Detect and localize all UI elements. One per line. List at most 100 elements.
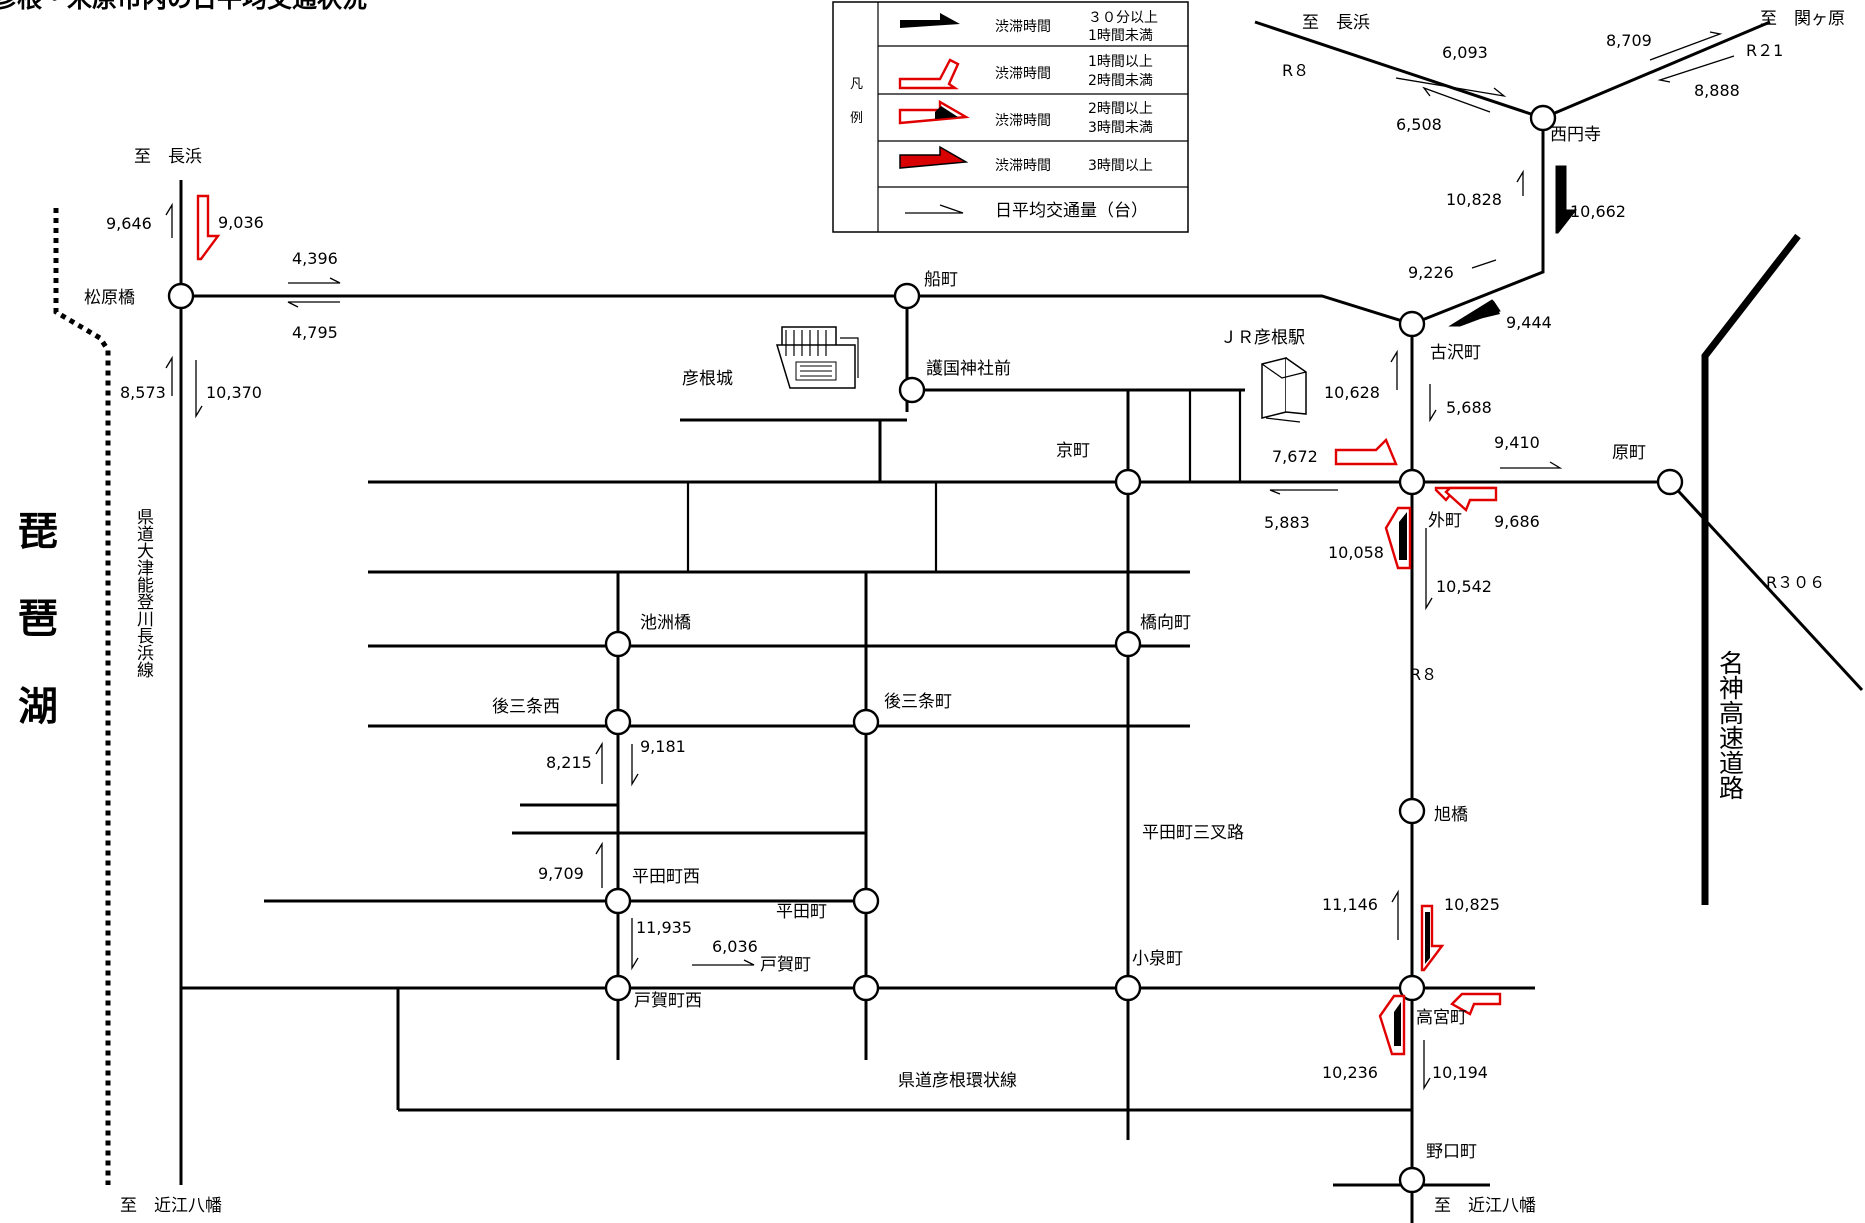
traffic-soto-s-down: 10,542 — [1436, 577, 1492, 596]
map-title: 彦根・米原市内の日平均交通状況 — [0, 0, 367, 13]
traffic-lake-south-down: 10,370 — [206, 383, 262, 402]
road-label-hikone-ring: 県道彦根環状線 — [898, 1071, 1017, 1091]
legend-row3-range2: 3時間未満 — [1088, 120, 1153, 136]
traffic-r21-out: 8,709 — [1606, 31, 1652, 50]
direction-nagahama-west: 至 長浜 — [134, 147, 202, 167]
legend-row2-range2: 2時間未満 — [1088, 73, 1153, 89]
label-saienji: 西円寺 — [1550, 125, 1601, 145]
label-gosanjonishi: 後三条西 — [492, 697, 560, 717]
traffic-kogacho-down: 11,935 — [636, 918, 692, 937]
node-koizumicho — [1114, 974, 1142, 1002]
legend-red-outline-arrow-icon — [898, 58, 960, 90]
traffic-furusawa-s-down: 5,688 — [1446, 398, 1492, 417]
congestion-arrow-matsubarabashi — [196, 194, 221, 261]
legend-row3-range1: 2時間以上 — [1088, 101, 1153, 117]
traffic-hiratanishi-up: 9,709 — [538, 864, 584, 883]
legend-black-arrow-icon — [900, 13, 960, 28]
label-noguchicho: 野口町 — [1426, 1142, 1477, 1162]
label-gokokujinjamae: 護国神社前 — [926, 359, 1011, 379]
legend-row2-range1: 1時間以上 — [1088, 54, 1153, 70]
label-jr-station: ＪＲ彦根駅 — [1220, 328, 1305, 348]
legend-row1-range2: 1時間未満 — [1088, 28, 1153, 44]
label-ikesubashi: 池洲橋 — [640, 613, 691, 633]
label-sotomachi: 外町 — [1428, 511, 1462, 531]
traffic-matsubara-east: 4,396 — [292, 249, 338, 268]
traffic-lake-south-up: 8,573 — [120, 383, 166, 402]
node-gosanjocho — [852, 708, 880, 736]
legend-row4-label: 渋滞時間 — [995, 158, 1051, 174]
node-asahibashi — [1398, 797, 1426, 825]
label-furusawacho: 古沢町 — [1430, 343, 1481, 363]
legend-row1-range1: ３０分以上 — [1088, 10, 1158, 26]
congestion-arrow-saienji — [1555, 165, 1578, 234]
node-saienji — [1529, 104, 1557, 132]
legend-row5-label: 日平均交通量（台） — [995, 201, 1148, 221]
road-label-r8-north: R８ — [1282, 61, 1309, 80]
road-label-r306: R３０６ — [1766, 573, 1825, 592]
jr-station-icon — [1261, 357, 1307, 423]
traffic-soto-w-in: 7,672 — [1272, 447, 1318, 466]
traffic-takamiya-s-down: 10,194 — [1432, 1063, 1488, 1082]
traffic-saienji-s-down: 10,662 — [1570, 202, 1626, 221]
label-haramachi: 原町 — [1612, 443, 1646, 463]
node-hashimukaicho — [1114, 630, 1142, 658]
label-hikone-castle: 彦根城 — [682, 369, 733, 389]
legend-row1-label: 渋滞時間 — [995, 19, 1051, 35]
traffic-furusawa-s-up: 10,628 — [1324, 383, 1380, 402]
road-label-prefectural-lakeside: 県道大津能登川長浜線 — [133, 508, 154, 678]
label-gosanjocho: 後三条町 — [884, 692, 952, 712]
node-kogachonishi — [604, 974, 632, 1002]
label-matsubarabashi: 松原橋 — [84, 288, 135, 308]
label-takamiyacho: 高宮町 — [1416, 1008, 1467, 1028]
road-label-meishin: 名神高速道路 — [1716, 650, 1745, 800]
traffic-saienji-nw-in: 6,093 — [1442, 43, 1488, 62]
traffic-kogacho-e: 6,036 — [712, 937, 758, 956]
legend-row3-label: 渋滞時間 — [995, 113, 1051, 129]
lake-label-3: 湖 — [18, 684, 58, 730]
meishin-expressway — [1701, 233, 1801, 905]
traffic-nagahama-down: 9,036 — [218, 213, 264, 232]
traffic-takamiya-n-up: 11,146 — [1322, 895, 1378, 914]
legend-row4-range1: 3時間以上 — [1088, 158, 1153, 174]
node-matsubarabashi — [167, 282, 195, 310]
label-kyomachi: 京町 — [1056, 441, 1090, 461]
label-kogacho: 戸賀町 — [760, 955, 811, 975]
traffic-saienji-nw-out: 6,508 — [1396, 115, 1442, 134]
label-funamachi: 船町 — [924, 270, 958, 290]
direction-omihachiman-west: 至 近江八幡 — [120, 1196, 222, 1216]
lake-shoreline — [53, 208, 111, 1185]
congestion-arrow-furusawa — [1448, 299, 1501, 327]
hikone-castle-icon — [775, 326, 859, 389]
legend-vertical-1: 凡 — [850, 77, 863, 92]
direction-sekigahara: 至 関ヶ原 — [1760, 9, 1845, 29]
intersection-nodes — [167, 104, 1684, 1194]
traffic-takamiya-s-up: 10,236 — [1322, 1063, 1378, 1082]
traffic-r21-in: 8,888 — [1694, 81, 1740, 100]
traffic-soto-e-out: 9,410 — [1494, 433, 1540, 452]
label-hashimukaicho: 橋向町 — [1140, 613, 1191, 633]
legend-red-filled-arrow-icon — [899, 145, 969, 169]
label-asahibashi: 旭橋 — [1434, 805, 1468, 825]
node-gokokujinjamae — [898, 376, 926, 404]
direction-omihachiman-east: 至 近江八幡 — [1434, 1196, 1536, 1216]
traffic-takamiya-n-down: 10,825 — [1444, 895, 1500, 914]
traffic-soto-e-in: 9,686 — [1494, 512, 1540, 531]
node-gosanjonishi — [604, 708, 632, 736]
label-hiratacho: 平田町 — [776, 902, 827, 922]
lake-label-1: 琵 — [18, 509, 58, 555]
congestion-arrow-sotomachi-west — [1334, 437, 1398, 466]
traffic-furusawa-w: 9,226 — [1408, 263, 1454, 282]
label-hiratachonishi: 平田町西 — [632, 867, 700, 887]
traffic-gosanjo-down: 9,181 — [640, 737, 686, 756]
node-hiratachonishi — [604, 887, 632, 915]
legend: 凡 例 渋滞時間 ３０分以上 1時間未満 渋滞時間 1時間以上 2時間未満 渋滞… — [832, 1, 1189, 233]
node-hiratacho — [852, 887, 880, 915]
node-takamiyacho — [1398, 974, 1426, 1002]
road-label-hirata-sansaro: 平田町三叉路 — [1142, 823, 1244, 843]
node-haramachi — [1656, 468, 1684, 496]
legend-thin-arrow-icon — [905, 204, 964, 214]
legend-vertical-2: 例 — [850, 111, 863, 126]
node-funamachi — [893, 282, 921, 310]
legend-row2-label: 渋滞時間 — [995, 66, 1051, 82]
label-kogachonishi: 戸賀町西 — [634, 991, 702, 1011]
